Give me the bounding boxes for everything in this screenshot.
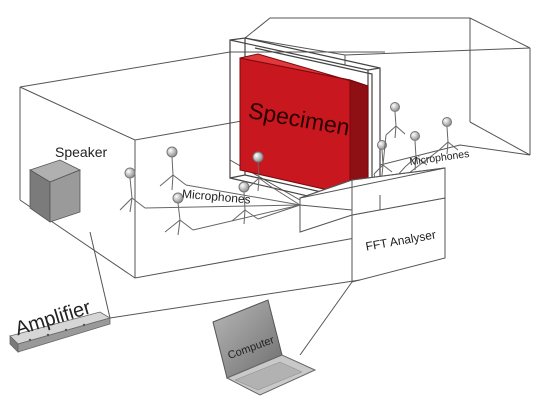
microphone xyxy=(247,151,271,192)
microphones-left-label: Microphones xyxy=(182,187,252,207)
microphones-right-label: Microphones xyxy=(409,148,470,168)
signal-cables xyxy=(89,195,381,356)
microphone xyxy=(385,102,406,139)
microphone xyxy=(373,140,393,175)
microphone xyxy=(164,192,194,236)
microphones-source-room xyxy=(119,146,301,236)
microphone xyxy=(159,146,187,191)
speaker xyxy=(29,159,81,223)
fft-analyser xyxy=(299,167,446,283)
specimen: Specimen xyxy=(239,53,369,196)
speaker-label: Speaker xyxy=(55,144,107,160)
computer xyxy=(212,299,317,396)
amplifier xyxy=(9,311,111,353)
microphone xyxy=(437,117,459,155)
microphone xyxy=(119,167,146,213)
